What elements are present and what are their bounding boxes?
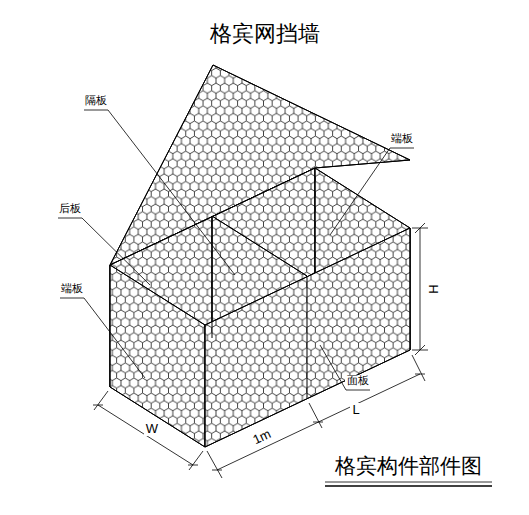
dimension-line bbox=[420, 228, 421, 350]
tick bbox=[415, 374, 425, 375]
front-panel bbox=[205, 228, 410, 447]
part-label: 端板 bbox=[59, 283, 85, 295]
left-end-mesh bbox=[110, 265, 205, 447]
part-label: 后板 bbox=[57, 203, 83, 215]
extension-line bbox=[412, 355, 425, 381]
tick bbox=[313, 422, 323, 423]
extension-line bbox=[309, 403, 322, 428]
dimension-label: H bbox=[426, 282, 440, 295]
diagram-caption: 格宾构件部件图 bbox=[335, 455, 482, 478]
diagram-title: 格宾网挡墙 bbox=[210, 22, 320, 46]
leader-line bbox=[84, 110, 235, 275]
caption-underline bbox=[325, 482, 492, 483]
leader-line bbox=[58, 218, 150, 285]
front-mesh bbox=[205, 228, 410, 447]
dimension-label: W bbox=[144, 422, 160, 436]
extension-line bbox=[207, 451, 222, 478]
left-end-panel bbox=[110, 265, 205, 447]
partition-edge bbox=[307, 276, 308, 398]
tick bbox=[212, 470, 222, 471]
leader-line bbox=[320, 345, 370, 390]
extension-line bbox=[189, 451, 203, 470]
partition-edge bbox=[212, 216, 213, 338]
tick bbox=[415, 223, 425, 233]
dimension-label: L bbox=[350, 403, 361, 417]
part-label: 隔板 bbox=[83, 95, 109, 107]
tick bbox=[415, 345, 425, 355]
tick bbox=[188, 465, 198, 466]
extension-line bbox=[94, 391, 108, 410]
caption-underline bbox=[325, 485, 492, 487]
part-label: 面板 bbox=[345, 375, 371, 387]
tick bbox=[93, 405, 103, 406]
leader-line bbox=[330, 148, 414, 235]
part-label: 端板 bbox=[389, 133, 415, 145]
leader-line bbox=[60, 298, 145, 378]
dimension-line bbox=[98, 405, 193, 465]
